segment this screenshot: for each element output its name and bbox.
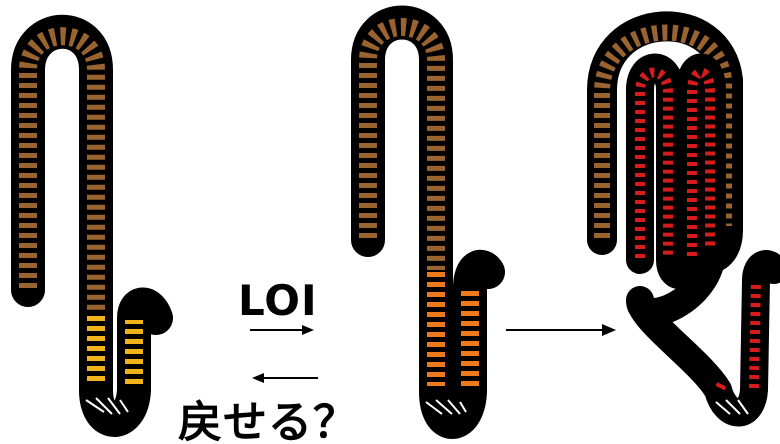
stage-1-figure — [28, 32, 156, 420]
forward-arrow — [250, 325, 314, 335]
progress-arrow — [506, 324, 616, 336]
backward-arrow — [252, 373, 318, 383]
stage-3-figure — [602, 26, 774, 414]
reversible-question-label: 戻せる？ — [178, 386, 358, 444]
loi-label: LOI — [238, 276, 318, 325]
stage-2-figure — [368, 23, 488, 423]
